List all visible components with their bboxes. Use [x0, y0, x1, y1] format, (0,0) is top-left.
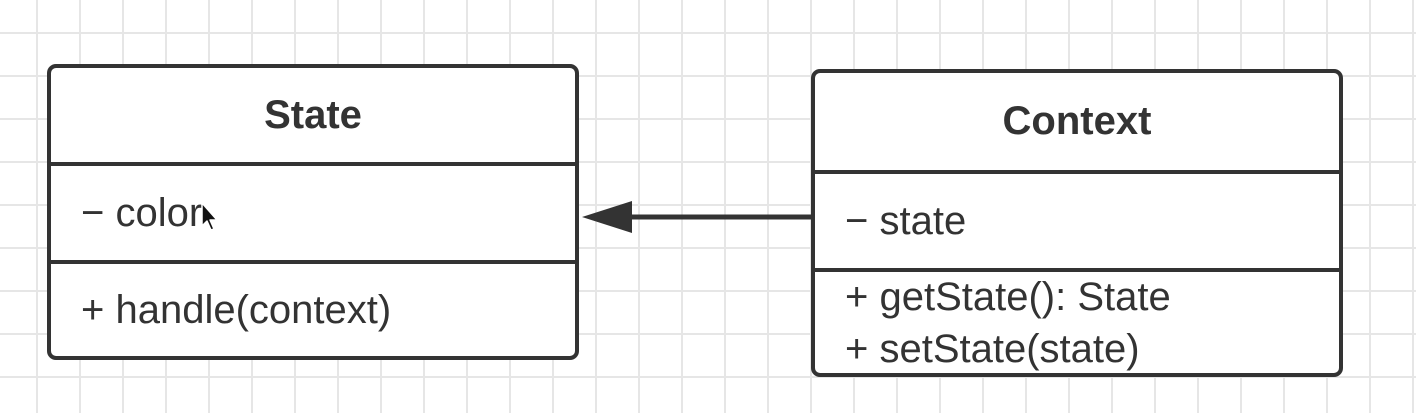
- operation-item: + getState(): State: [845, 274, 1171, 319]
- operations-section: + handle(context): [51, 264, 575, 356]
- arrowhead-icon: [582, 201, 632, 233]
- operation-item: + handle(context): [81, 287, 392, 332]
- attribute-item: − state: [845, 198, 967, 243]
- attribute-item: − color: [81, 190, 203, 235]
- mouse-pointer-icon: [201, 202, 218, 231]
- operation-item: + setState(state): [845, 326, 1140, 371]
- class-title: Context: [815, 73, 1339, 174]
- operations-section: + getState(): State + setState(state): [815, 272, 1339, 373]
- attributes-section: − color: [51, 166, 575, 264]
- attributes-section: − state: [815, 174, 1339, 272]
- class-title: State: [51, 68, 575, 166]
- state-class-box[interactable]: State − color + handle(context): [47, 64, 579, 360]
- context-class-box[interactable]: Context − state + getState(): State + se…: [811, 69, 1343, 377]
